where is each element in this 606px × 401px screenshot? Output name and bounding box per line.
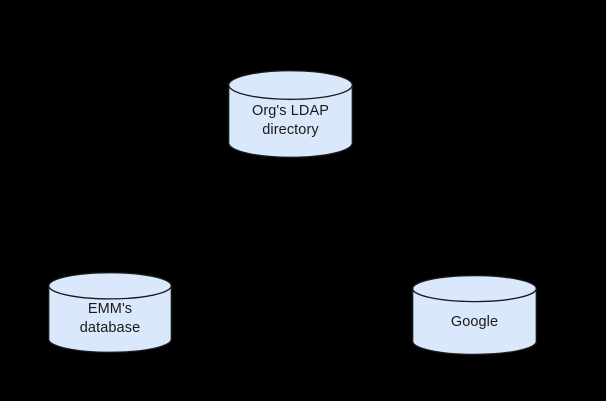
cylinder-shape-google [412,274,537,356]
node-org-ldap-directory[interactable]: Org's LDAP directory [228,70,353,158]
cylinder-shape-emm [48,272,172,353]
node-google[interactable]: Google [412,274,537,356]
node-emm-database[interactable]: EMM's database [48,272,172,353]
cylinder-shape-ldap [228,70,353,158]
